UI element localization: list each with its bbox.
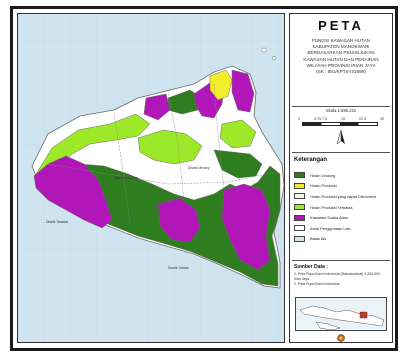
subtitle-line: (SK : 891/KPTS-II/1999): [316, 69, 366, 75]
legend-item: Kawasan Suaka Alam: [294, 212, 390, 223]
source-line: 2. Peta Rupa Bumi Indonesia: [294, 282, 340, 286]
legend-item: Hutan Produksi: [294, 181, 390, 192]
scale-label: 15: [341, 117, 345, 121]
divider: [292, 106, 390, 107]
scale-label: 30: [380, 117, 384, 121]
district-boundaries: [47, 83, 277, 225]
divider: [292, 152, 390, 153]
subtitle-line: KABUPATEN MANOKWARI: [312, 44, 370, 50]
map-label-district-1: Distrik Tarawai: [46, 220, 68, 224]
map-subtitle: FUNGSI KAWASAN HUTAN KABUPATEN MANOKWARI…: [294, 38, 388, 75]
scale-labels: 0 3.75 7.5 15 22.5 30: [298, 117, 384, 121]
scale-bar: [302, 122, 378, 126]
legend-label: Kawasan Suaka Alam: [310, 215, 348, 221]
legend-item: Hutan Produksi Terbatas: [294, 202, 390, 213]
legend-label: Hutan Produksi: [310, 183, 337, 189]
legend-label: Batas Ais: [310, 236, 327, 242]
map-label-district-2: Distrik Tahota: [168, 266, 189, 270]
legend-swatch: [294, 172, 305, 179]
subtitle-line: BERDASARKAN PENUNJUKAN: [307, 50, 375, 56]
zone-hutan-produksi-terbatas-central: [137, 129, 203, 165]
source-text: 1. Peta Rupa Bumi Indonesia (Bakosurtana…: [294, 272, 388, 287]
zone-suaka-alam-southeast: [221, 183, 271, 271]
legend-swatch: [294, 235, 305, 242]
legend-label: Hutan Produksi yang dapat Dikonversi: [310, 193, 377, 199]
legend-swatch: [294, 204, 305, 211]
logo-seal-icon: [337, 334, 345, 342]
legend-heading: Keterangan: [294, 157, 328, 163]
legend-list: Hutan Lindung Hutan Produksi Hutan Produ…: [294, 170, 390, 244]
scale-label: 0: [298, 117, 300, 121]
source-heading: Sumber Data :: [294, 264, 328, 270]
location-inset-map-icon: [295, 297, 387, 331]
zone-suaka-alam-west: [33, 155, 113, 229]
map-title: PETA: [318, 18, 364, 33]
north-arrow-icon: [336, 130, 345, 145]
map-label-district-3: Distrik Moskona: [114, 176, 139, 180]
legend-item: Areal Penggunaan Lain: [294, 223, 390, 234]
legend-panel: PETA FUNGSI KAWASAN HUTAN KABUPATEN MANO…: [289, 13, 393, 343]
subtitle-line: KAWASAN HUTAN DAN PERAIRAN: [303, 56, 379, 62]
scale-text: Skala 1:596.222: [325, 108, 357, 113]
zone-hutan-lindung-east: [213, 149, 263, 179]
scale-label: 22.5: [359, 117, 366, 121]
island-1: [260, 47, 268, 53]
legend-item: Hutan Produksi yang dapat Dikonversi: [294, 191, 390, 202]
main-map-panel: Distrik Tarawai Distrik Tahota Distrik M…: [17, 13, 285, 343]
map-canvas: [18, 14, 284, 342]
legend-item: Batas Ais: [294, 234, 390, 245]
legend-label: Hutan Produksi Terbatas: [310, 204, 353, 210]
map-label-district-4: Distrik Merdey: [188, 166, 210, 170]
scale-label: 3.75 7.5: [314, 117, 327, 121]
zone-hutan-produksi-yellow: [209, 69, 233, 101]
island-2: [271, 56, 277, 60]
subtitle-line: FUNGSI KAWASAN HUTAN: [311, 38, 371, 43]
legend-item: Hutan Lindung: [294, 170, 390, 181]
legend-label: Areal Penggunaan Lain: [310, 225, 351, 231]
zone-hutan-produksi-terbatas-east: [219, 119, 257, 149]
legend-swatch: [294, 193, 305, 200]
legend-swatch: [294, 182, 305, 189]
inset-map-graphic: [299, 305, 385, 330]
subtitle-line: WILAYAH PROVINSI IRIAN JAYA: [306, 62, 376, 68]
legend-swatch: [294, 214, 305, 221]
legend-swatch: [294, 225, 305, 232]
zone-suaka-alam-central: [157, 197, 201, 243]
zone-suaka-alam-far-east: [231, 69, 255, 113]
source-line: Irian Jaya: [294, 277, 310, 281]
zone-suaka-alam-north: [143, 93, 171, 121]
legend-label: Hutan Lindung: [310, 172, 336, 178]
source-line: 1. Peta Rupa Bumi Indonesia (Bakosurtana…: [294, 272, 380, 276]
divider: [292, 260, 390, 261]
